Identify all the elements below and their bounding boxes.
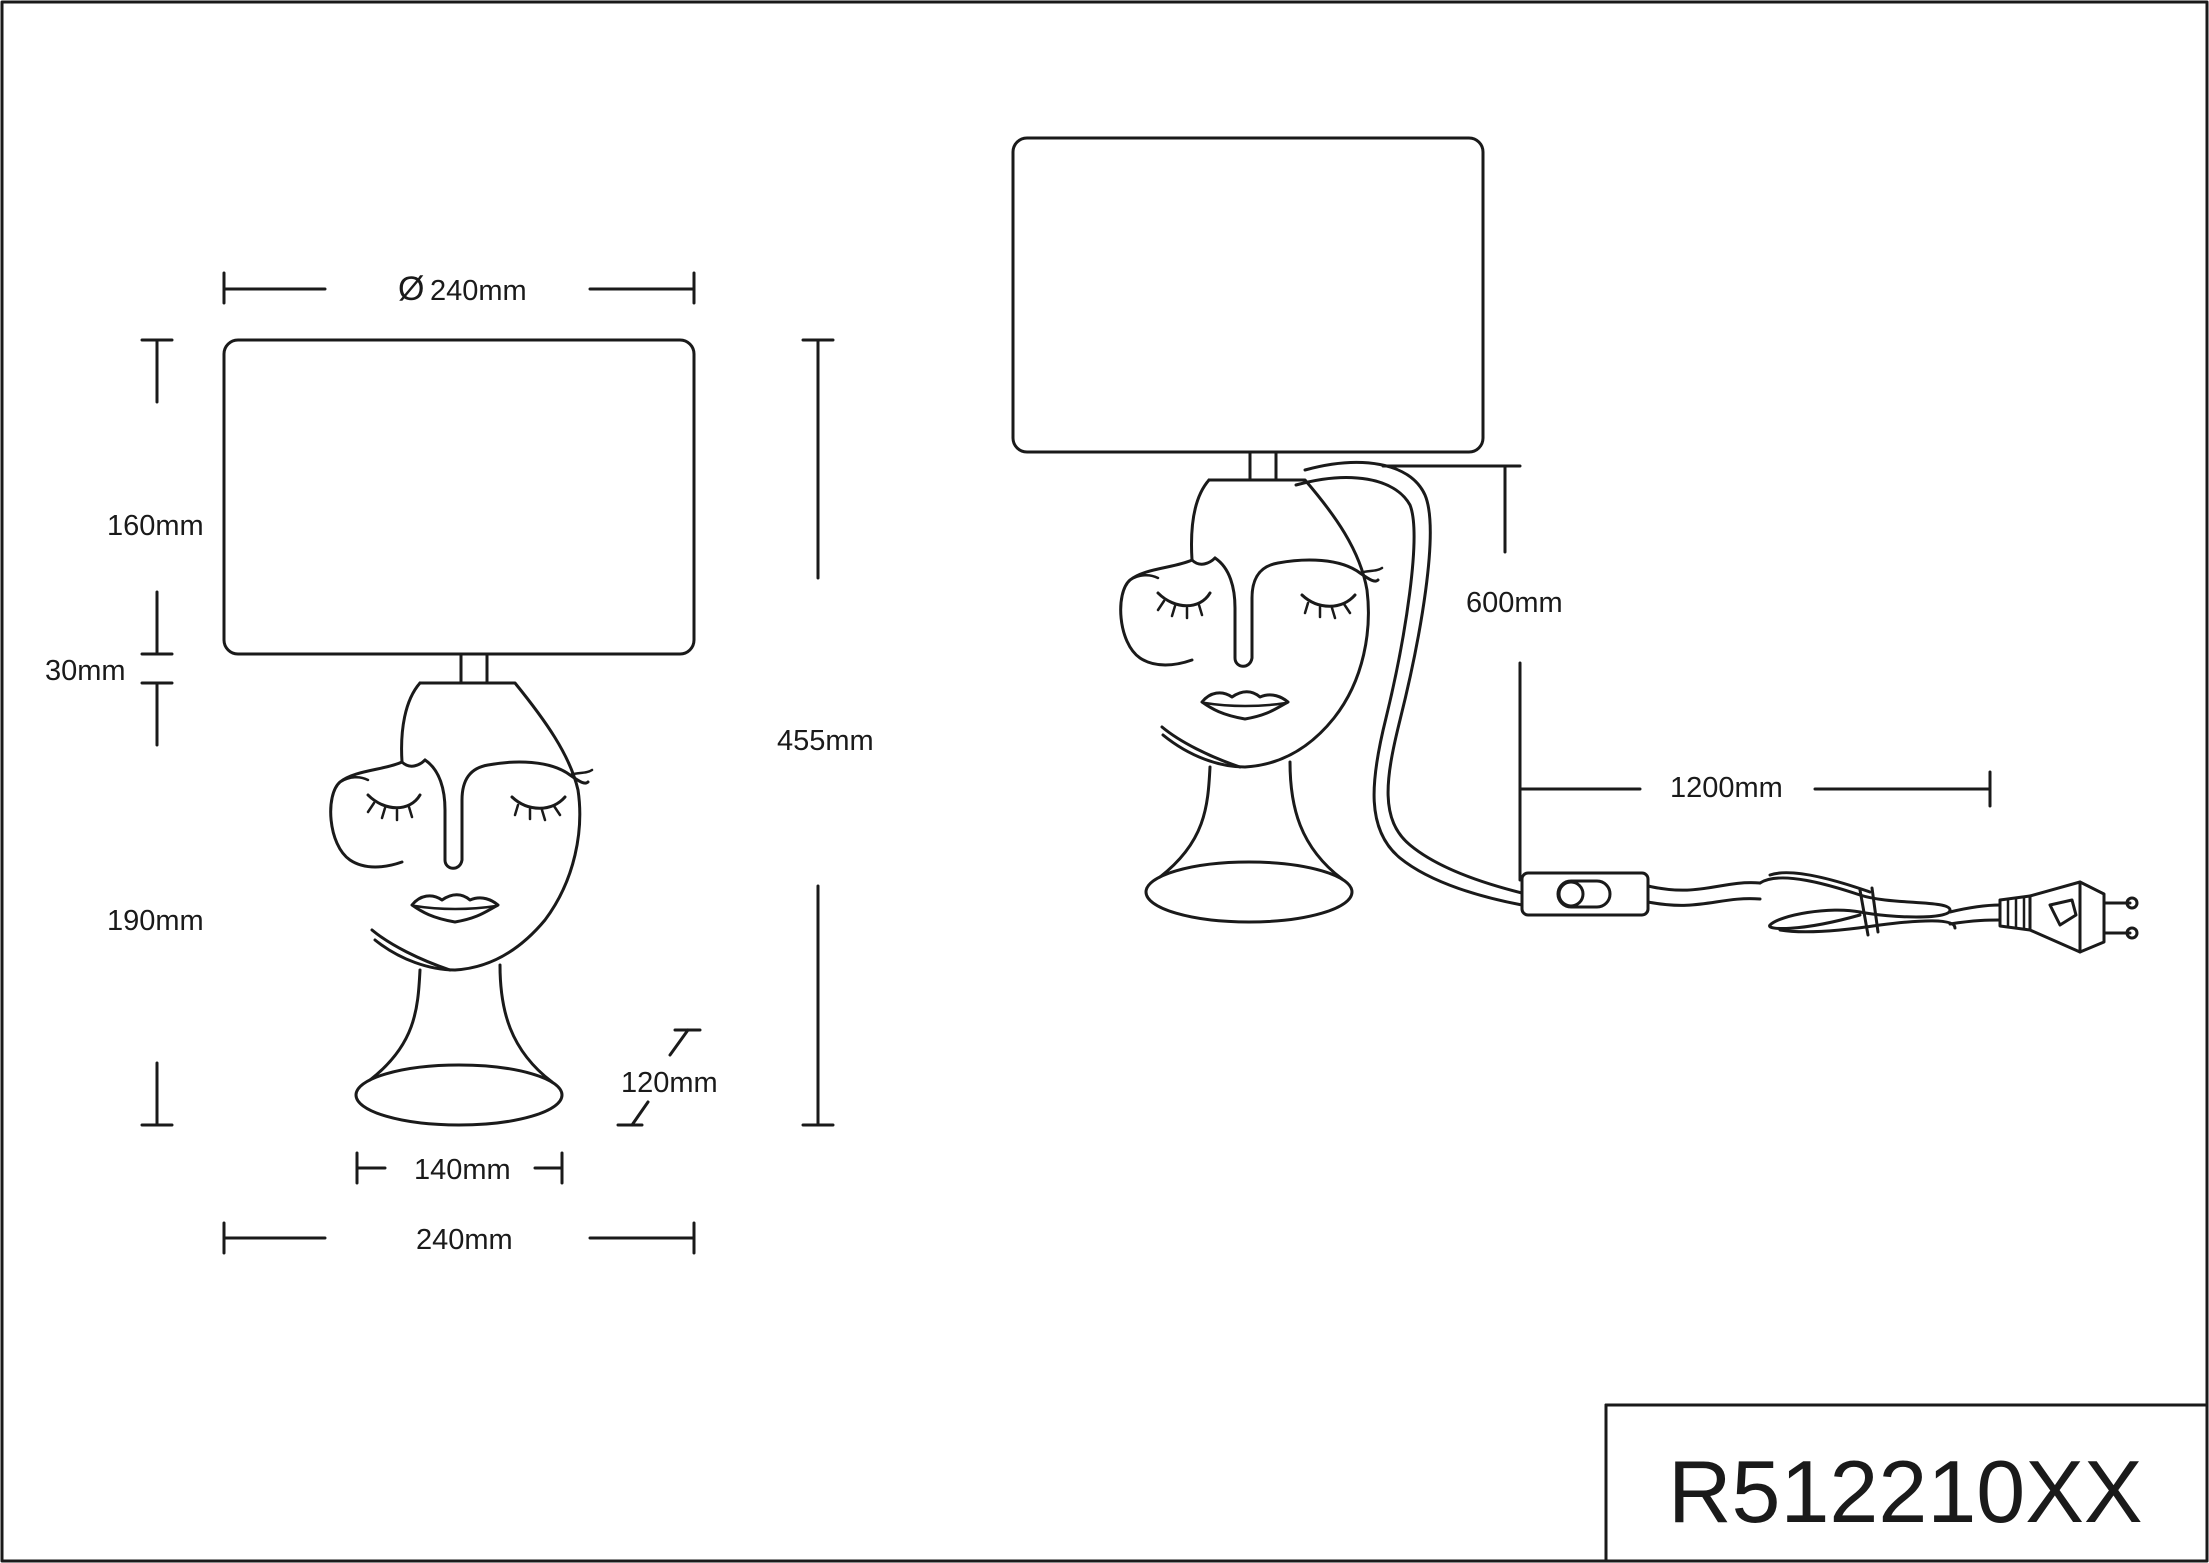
inline-switch-icon — [1520, 871, 1650, 917]
front-nose — [423, 758, 590, 870]
title-block: R512210XX — [1604, 1403, 2209, 1563]
power-cable — [1303, 460, 1524, 895]
label-cable-to-switch: 600mm — [1466, 587, 1563, 619]
dim-left-vertical: 160mm 30mm 190mm — [45, 338, 204, 1127]
front-lips — [410, 893, 500, 924]
label-shade-height: 160mm — [107, 510, 204, 542]
side-lampshade — [1011, 136, 1485, 454]
dim-overall-width: 240mm — [222, 1221, 696, 1256]
label-neck-height: 30mm — [45, 655, 126, 687]
dim-base-depth: 120mm — [616, 1028, 718, 1127]
front-left-eye — [366, 793, 422, 810]
label-shade-diameter: 240mm — [430, 275, 527, 307]
dim-base-width: 140mm — [355, 1151, 564, 1186]
label-body-height: 190mm — [107, 905, 204, 937]
euro-plug-icon — [1998, 880, 2139, 954]
label-total-height: 455mm — [777, 725, 874, 757]
side-base — [1144, 860, 1354, 924]
label-overall-width: 240mm — [416, 1224, 513, 1256]
lamp-cable-drawing — [1011, 136, 2139, 954]
label-base-width: 140mm — [414, 1154, 511, 1186]
front-lampshade — [222, 338, 696, 656]
front-head-outline — [373, 681, 582, 972]
dim-total-height: 455mm — [777, 338, 874, 1127]
dim-shade-diameter: Ø 240mm — [222, 270, 696, 308]
dim-cable-to-switch: 600mm — [1381, 464, 1563, 882]
front-right-eye — [510, 795, 567, 810]
label-cable-to-plug: 1200mm — [1670, 772, 1783, 804]
diameter-symbol: Ø — [398, 270, 424, 308]
label-base-depth: 120mm — [621, 1067, 718, 1099]
front-neck-base — [368, 968, 422, 1082]
model-code: R512210XX — [1668, 1442, 2143, 1541]
lamp-front-drawing — [222, 338, 696, 1127]
dim-cable-to-plug: 1200mm — [1518, 770, 1992, 808]
front-base — [354, 1063, 564, 1127]
